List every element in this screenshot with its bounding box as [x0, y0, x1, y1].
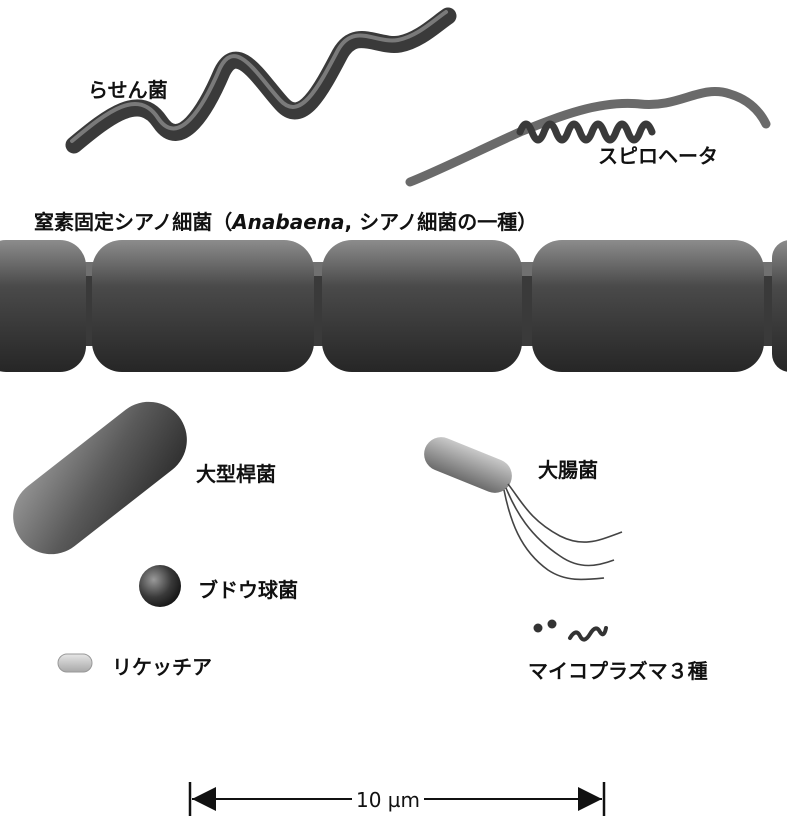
label-rickettsia: リケッチア: [112, 651, 212, 680]
label-mycoplasma: マイコプラズマ３種: [528, 655, 708, 684]
label-ecoli: 大腸菌: [538, 454, 598, 483]
rickettsia-cell: [58, 654, 92, 672]
label-spirochete: スピロヘータ: [598, 140, 718, 169]
label-anabaena-suffix: , シアノ細菌の一種）: [345, 210, 538, 234]
label-spirillum: らせん菌: [88, 74, 168, 103]
scale-bar-label: 10 µm: [352, 788, 424, 812]
anabaena-filament: [0, 240, 787, 372]
label-anabaena: 窒素固定シアノ細菌（Anabaena, シアノ細菌の一種）: [34, 206, 537, 235]
label-anabaena-italic: Anabaena: [232, 210, 344, 234]
label-anabaena-prefix: 窒素固定シアノ細菌（: [34, 210, 232, 234]
label-staphylococcus: ブドウ球菌: [198, 574, 298, 603]
large-bacillus-cell: [0, 386, 202, 569]
mycoplasma-cells: [534, 620, 607, 640]
staphylococcus-cell: [139, 565, 181, 607]
label-large-bacillus: 大型桿菌: [196, 458, 276, 487]
